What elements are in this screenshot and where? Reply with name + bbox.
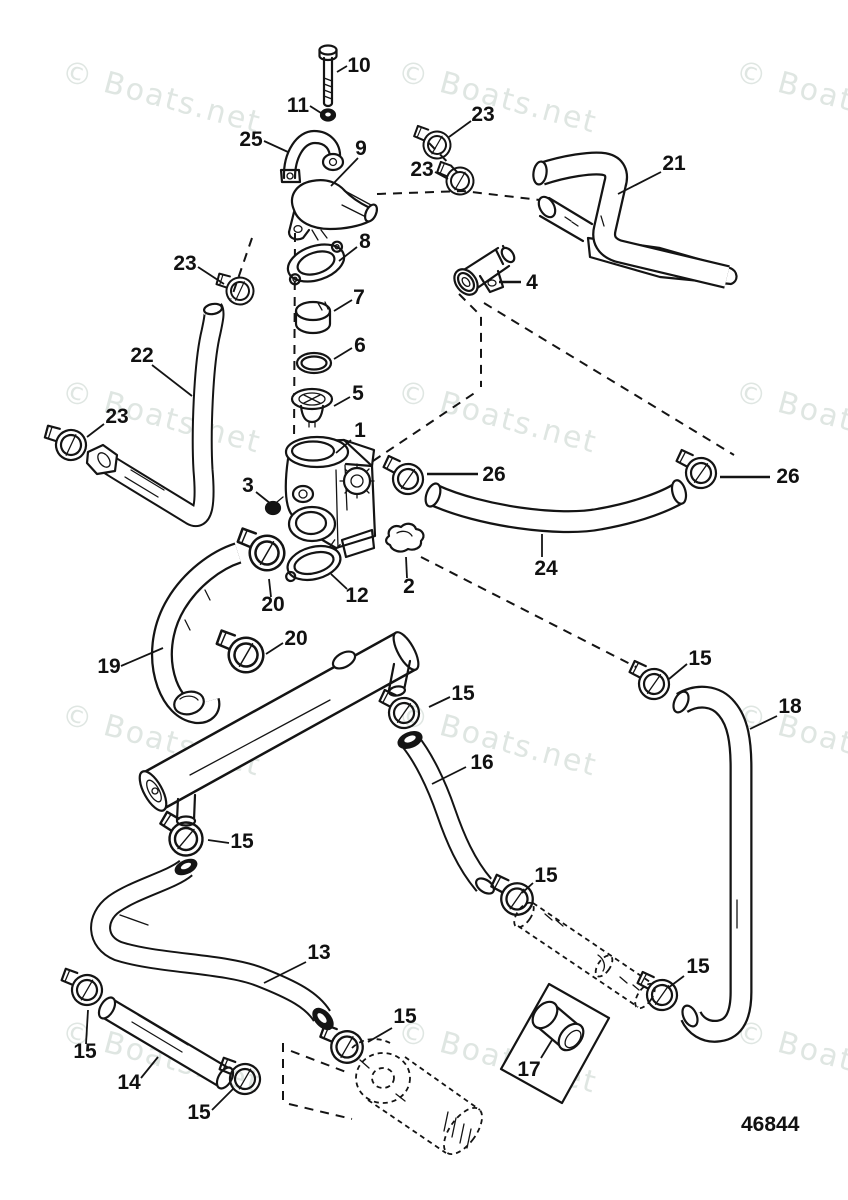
callout-5: 5 xyxy=(352,382,364,405)
callout-20: 20 xyxy=(261,593,284,616)
callout-18: 18 xyxy=(778,695,802,718)
drain-plug-part-3 xyxy=(264,496,284,516)
callout-23: 23 xyxy=(471,103,494,126)
watermark-grid: © Boats.net © Boats.net © Boats.net © Bo… xyxy=(58,54,848,1101)
callout-3: 3 xyxy=(242,474,254,497)
callout-19: 19 xyxy=(97,655,120,678)
hose-part-13 xyxy=(90,858,334,1031)
thermostat-cover-part-9 xyxy=(287,179,379,241)
diagram-number: 46844 xyxy=(741,1113,800,1136)
callout-20: 20 xyxy=(284,627,307,650)
clamp-15 xyxy=(316,1015,368,1070)
callout-17: 17 xyxy=(517,1058,540,1081)
hose-part-19 xyxy=(150,542,242,725)
clamp-23 xyxy=(40,414,92,468)
watermark: © Boats.net xyxy=(732,54,848,141)
callout-1: 1 xyxy=(354,419,366,442)
clamp-20 xyxy=(212,620,269,680)
callout-23: 23 xyxy=(105,405,128,428)
watermark: © Boats.net xyxy=(732,1014,848,1101)
callout-11: 11 xyxy=(287,94,310,117)
cover-part-2 xyxy=(385,522,425,553)
hose-part-18 xyxy=(672,685,753,1043)
sleeve-kit-part-17 xyxy=(499,982,611,1105)
callout-15: 15 xyxy=(688,647,712,670)
callout-13: 13 xyxy=(307,941,330,964)
clamp-15 xyxy=(488,868,537,920)
hose-part-14 xyxy=(97,996,235,1090)
callout-10: 10 xyxy=(347,54,370,77)
clamp-15 xyxy=(626,654,673,704)
callout-15: 15 xyxy=(187,1101,211,1124)
callout-6: 6 xyxy=(354,334,366,357)
hose-part-21 xyxy=(532,151,730,289)
callout-8: 8 xyxy=(359,230,371,253)
callout-15: 15 xyxy=(73,1040,97,1063)
callout-21: 21 xyxy=(662,152,686,175)
nut-part-11 xyxy=(319,108,337,122)
bolt-part-10 xyxy=(318,44,338,108)
thermostat-housing-part-1 xyxy=(284,435,377,559)
watermark: © Boats.net xyxy=(58,374,265,461)
callout-16: 16 xyxy=(470,751,493,774)
manifold-pipe xyxy=(138,631,420,827)
stub-tube-behind-hose-21 xyxy=(537,195,594,243)
callout-26: 26 xyxy=(482,463,505,486)
hose-part-24 xyxy=(424,479,688,534)
water-pump xyxy=(351,1038,483,1156)
callout-labels: 10 11 25 9 23 23 21 8 4 23 7 6 22 5 23 1… xyxy=(73,54,802,1124)
leader-lines xyxy=(85,65,778,1111)
gasket-part-8 xyxy=(286,240,346,286)
callout-9: 9 xyxy=(355,137,367,160)
clamp-20 xyxy=(233,518,290,578)
clamp-26 xyxy=(380,449,427,499)
callout-14: 14 xyxy=(117,1071,141,1094)
spacer-part-7 xyxy=(294,300,332,335)
clamp-15 xyxy=(57,959,107,1012)
callout-12: 12 xyxy=(345,584,368,607)
callout-25: 25 xyxy=(239,128,263,151)
hose-part-22 xyxy=(85,302,225,527)
callout-26: 26 xyxy=(776,465,799,488)
callout-15: 15 xyxy=(686,955,710,978)
clamp-23 xyxy=(410,117,455,165)
callout-15: 15 xyxy=(230,830,254,853)
callout-4: 4 xyxy=(526,271,538,294)
callout-24: 24 xyxy=(534,557,558,580)
callout-15: 15 xyxy=(451,682,475,705)
bracket-part-25 xyxy=(279,129,345,184)
seal-part-6 xyxy=(295,351,333,375)
watermark: © Boats.net xyxy=(732,374,848,461)
callout-2: 2 xyxy=(403,575,415,598)
callout-23: 23 xyxy=(173,252,196,275)
thermostat-part-5 xyxy=(290,387,334,428)
watermark: © Boats.net xyxy=(394,374,601,461)
inline-strainer xyxy=(513,901,656,1010)
fitting-part-4 xyxy=(453,244,516,296)
callout-22: 22 xyxy=(130,344,153,367)
hose-part-16 xyxy=(397,731,495,895)
callout-15: 15 xyxy=(393,1005,417,1028)
watermark: © Boats.net xyxy=(58,54,265,141)
callout-7: 7 xyxy=(353,286,365,309)
clamp-15 xyxy=(634,965,681,1015)
callout-23: 23 xyxy=(410,158,433,181)
gasket-part-12 xyxy=(285,539,342,583)
callout-15: 15 xyxy=(534,864,558,887)
